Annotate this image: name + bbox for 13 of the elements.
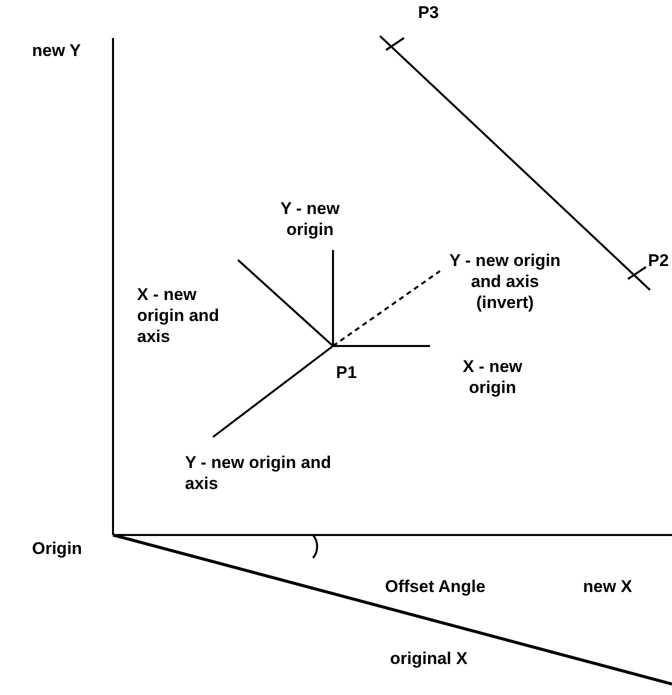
diagram-label: Y - new origin bbox=[279, 198, 341, 240]
diagram-label: P3 bbox=[418, 2, 439, 23]
diagram-label: original X bbox=[390, 648, 468, 669]
diagram-label: new X bbox=[583, 576, 632, 597]
diagram-label: P2 bbox=[648, 250, 669, 271]
diagram-label: X - new origin and axis bbox=[137, 284, 220, 347]
diagram-label: Y - new origin and axis bbox=[185, 452, 332, 494]
diagram-label: Origin bbox=[32, 538, 82, 559]
diagram-label: new Y bbox=[32, 40, 81, 61]
diagram-label: Y - new origin and axis (invert) bbox=[448, 250, 562, 313]
diagram-label: P1 bbox=[336, 362, 357, 383]
diagram-label: Offset Angle bbox=[385, 576, 486, 597]
diagram-label: X - new origin bbox=[462, 356, 524, 398]
